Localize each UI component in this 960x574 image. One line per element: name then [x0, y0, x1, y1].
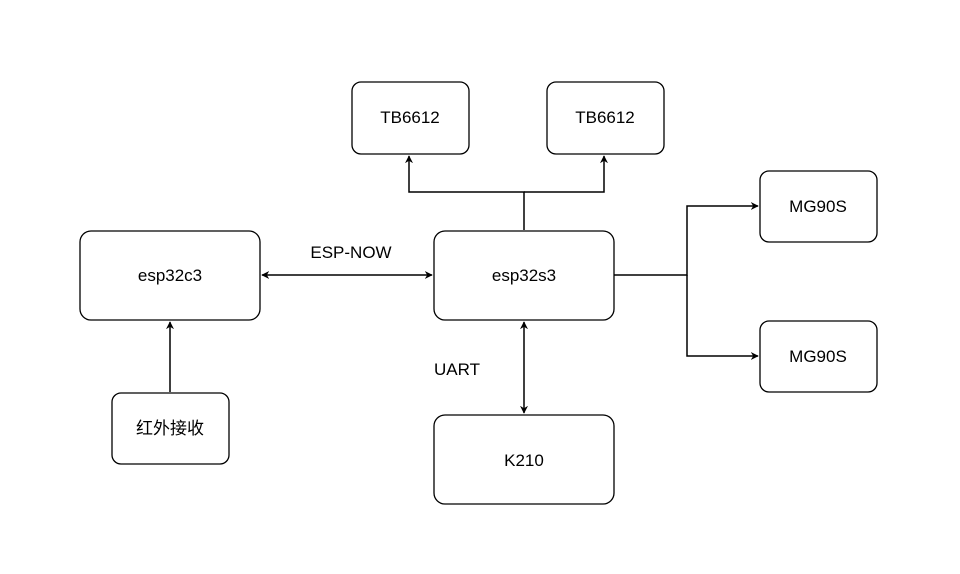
edge-esp32s3-to-mg90s-top: [614, 202, 759, 276]
node-tb6612-right[interactable]: TB6612: [546, 81, 665, 155]
node-mg90s-bottom[interactable]: MG90S: [759, 320, 878, 393]
node-tb6612-left[interactable]: TB6612: [351, 81, 470, 155]
node-tb6612-left-label: TB6612: [380, 108, 440, 127]
node-ir-receiver-label: 红外接收: [136, 419, 204, 438]
node-esp32s3-label: esp32s3: [492, 266, 556, 285]
node-mg90s-top[interactable]: MG90S: [759, 170, 878, 243]
edge-esp32s3-to-tb6612-right: [524, 155, 608, 193]
node-esp32s3[interactable]: esp32s3: [433, 230, 615, 321]
node-mg90s-bottom-label: MG90S: [789, 347, 847, 366]
edge-esp32s3-to-mg90s-bottom: [686, 275, 759, 360]
node-mg90s-top-label: MG90S: [789, 197, 847, 216]
espnow-label: ESP-NOW: [310, 243, 391, 262]
node-esp32c3[interactable]: esp32c3: [79, 230, 261, 321]
node-k210-label: K210: [504, 451, 544, 470]
node-ir-receiver[interactable]: 红外接收: [111, 392, 230, 465]
edge-esp32s3-to-tb6612-left: [405, 155, 525, 230]
node-esp32c3-label: esp32c3: [138, 266, 202, 285]
node-tb6612-right-label: TB6612: [575, 108, 635, 127]
node-k210[interactable]: K210: [433, 414, 615, 505]
uart-label: UART: [434, 360, 480, 379]
